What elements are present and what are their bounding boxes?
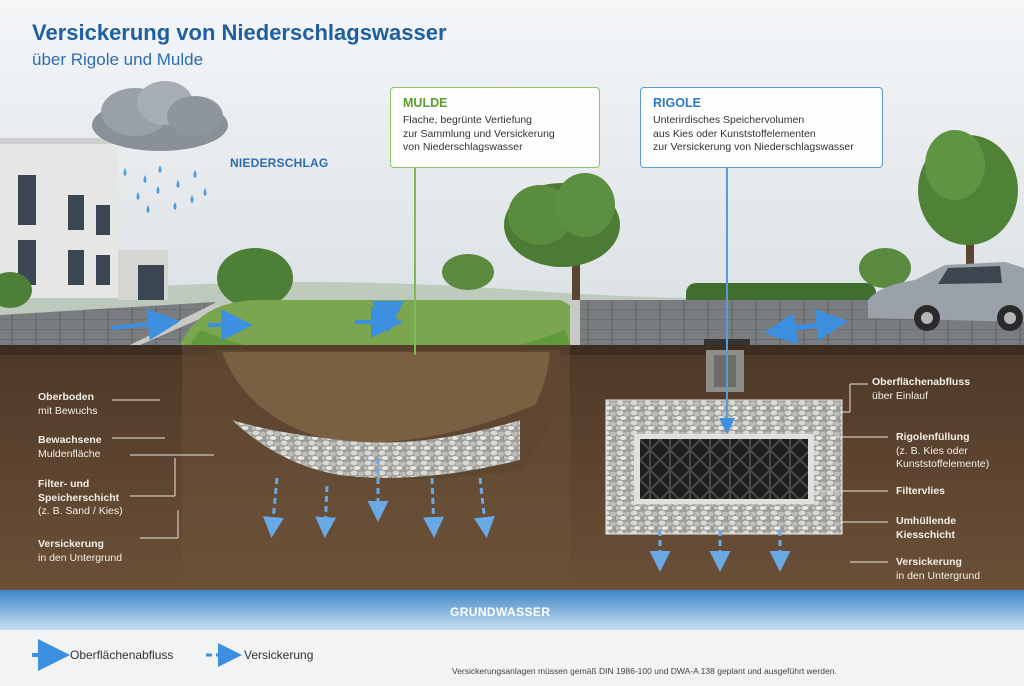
shrubs <box>0 248 911 308</box>
raindrops-icon <box>123 165 207 213</box>
mulde-cross-section <box>182 345 570 590</box>
label-einlauf: Oberflächenabfluss über Einlauf <box>872 376 971 402</box>
legend-infiltration: Versickerung <box>244 648 314 662</box>
rain-label: NIEDERSCHLAG <box>230 156 329 170</box>
left-leader-lines <box>112 399 214 539</box>
rain-cloud-icon <box>92 81 228 151</box>
rigole-heading: RIGOLE <box>653 96 701 110</box>
infiltration-arrows <box>262 458 791 572</box>
label-muldenflaeche: Bewachsene Muldenfläche <box>38 434 102 460</box>
page-title: Versickerung von Niederschlagswasser <box>32 20 447 45</box>
mulde-callout: MULDE Flache, begrünte Vertiefung zur Sa… <box>390 87 600 168</box>
building-illustration <box>0 138 168 300</box>
mulde-heading: MULDE <box>403 96 448 110</box>
label-versickerung-left: Versickerung in den Untergrund <box>38 538 123 564</box>
label-oberboden: Oberboden mit Bewuchs <box>38 391 98 417</box>
label-filtervlies: Filtervlies <box>896 485 946 497</box>
label-versickerung-right: Versickerung in den Untergrund <box>896 556 981 582</box>
legend-surface-runoff: Oberflächenabfluss <box>70 648 174 662</box>
page-subtitle: über Rigole und Mulde <box>32 50 204 69</box>
mulde-description: Flache, begrünte Vertiefung zur Sammlung… <box>403 114 555 153</box>
label-filterschicht: Filter- und Speicherschicht (z. B. Sand … <box>38 478 123 517</box>
tree-center <box>504 173 620 305</box>
groundwater-label: GRUNDWASSER <box>450 605 551 619</box>
label-kiesschicht: Umhüllende Kiesschicht <box>896 515 957 541</box>
rigole-callout: RIGOLE Unterirdisches Speichervolumen au… <box>640 87 883 168</box>
right-leader-lines <box>818 383 888 563</box>
legend-band <box>0 630 1024 686</box>
surface-runoff-arrows <box>111 301 848 345</box>
label-rigolenfuellung: Rigolenfüllung (z. B. Kies oder Kunststo… <box>896 431 990 470</box>
car-illustration <box>868 262 1024 331</box>
groundwater-layer <box>0 590 1024 630</box>
rigole-description: Unterirdisches Speichervolumen aus Kies … <box>653 114 854 153</box>
tree-right <box>918 130 1018 300</box>
footnote: Versickerungsanlagen müssen gemäß DIN 19… <box>452 666 837 676</box>
